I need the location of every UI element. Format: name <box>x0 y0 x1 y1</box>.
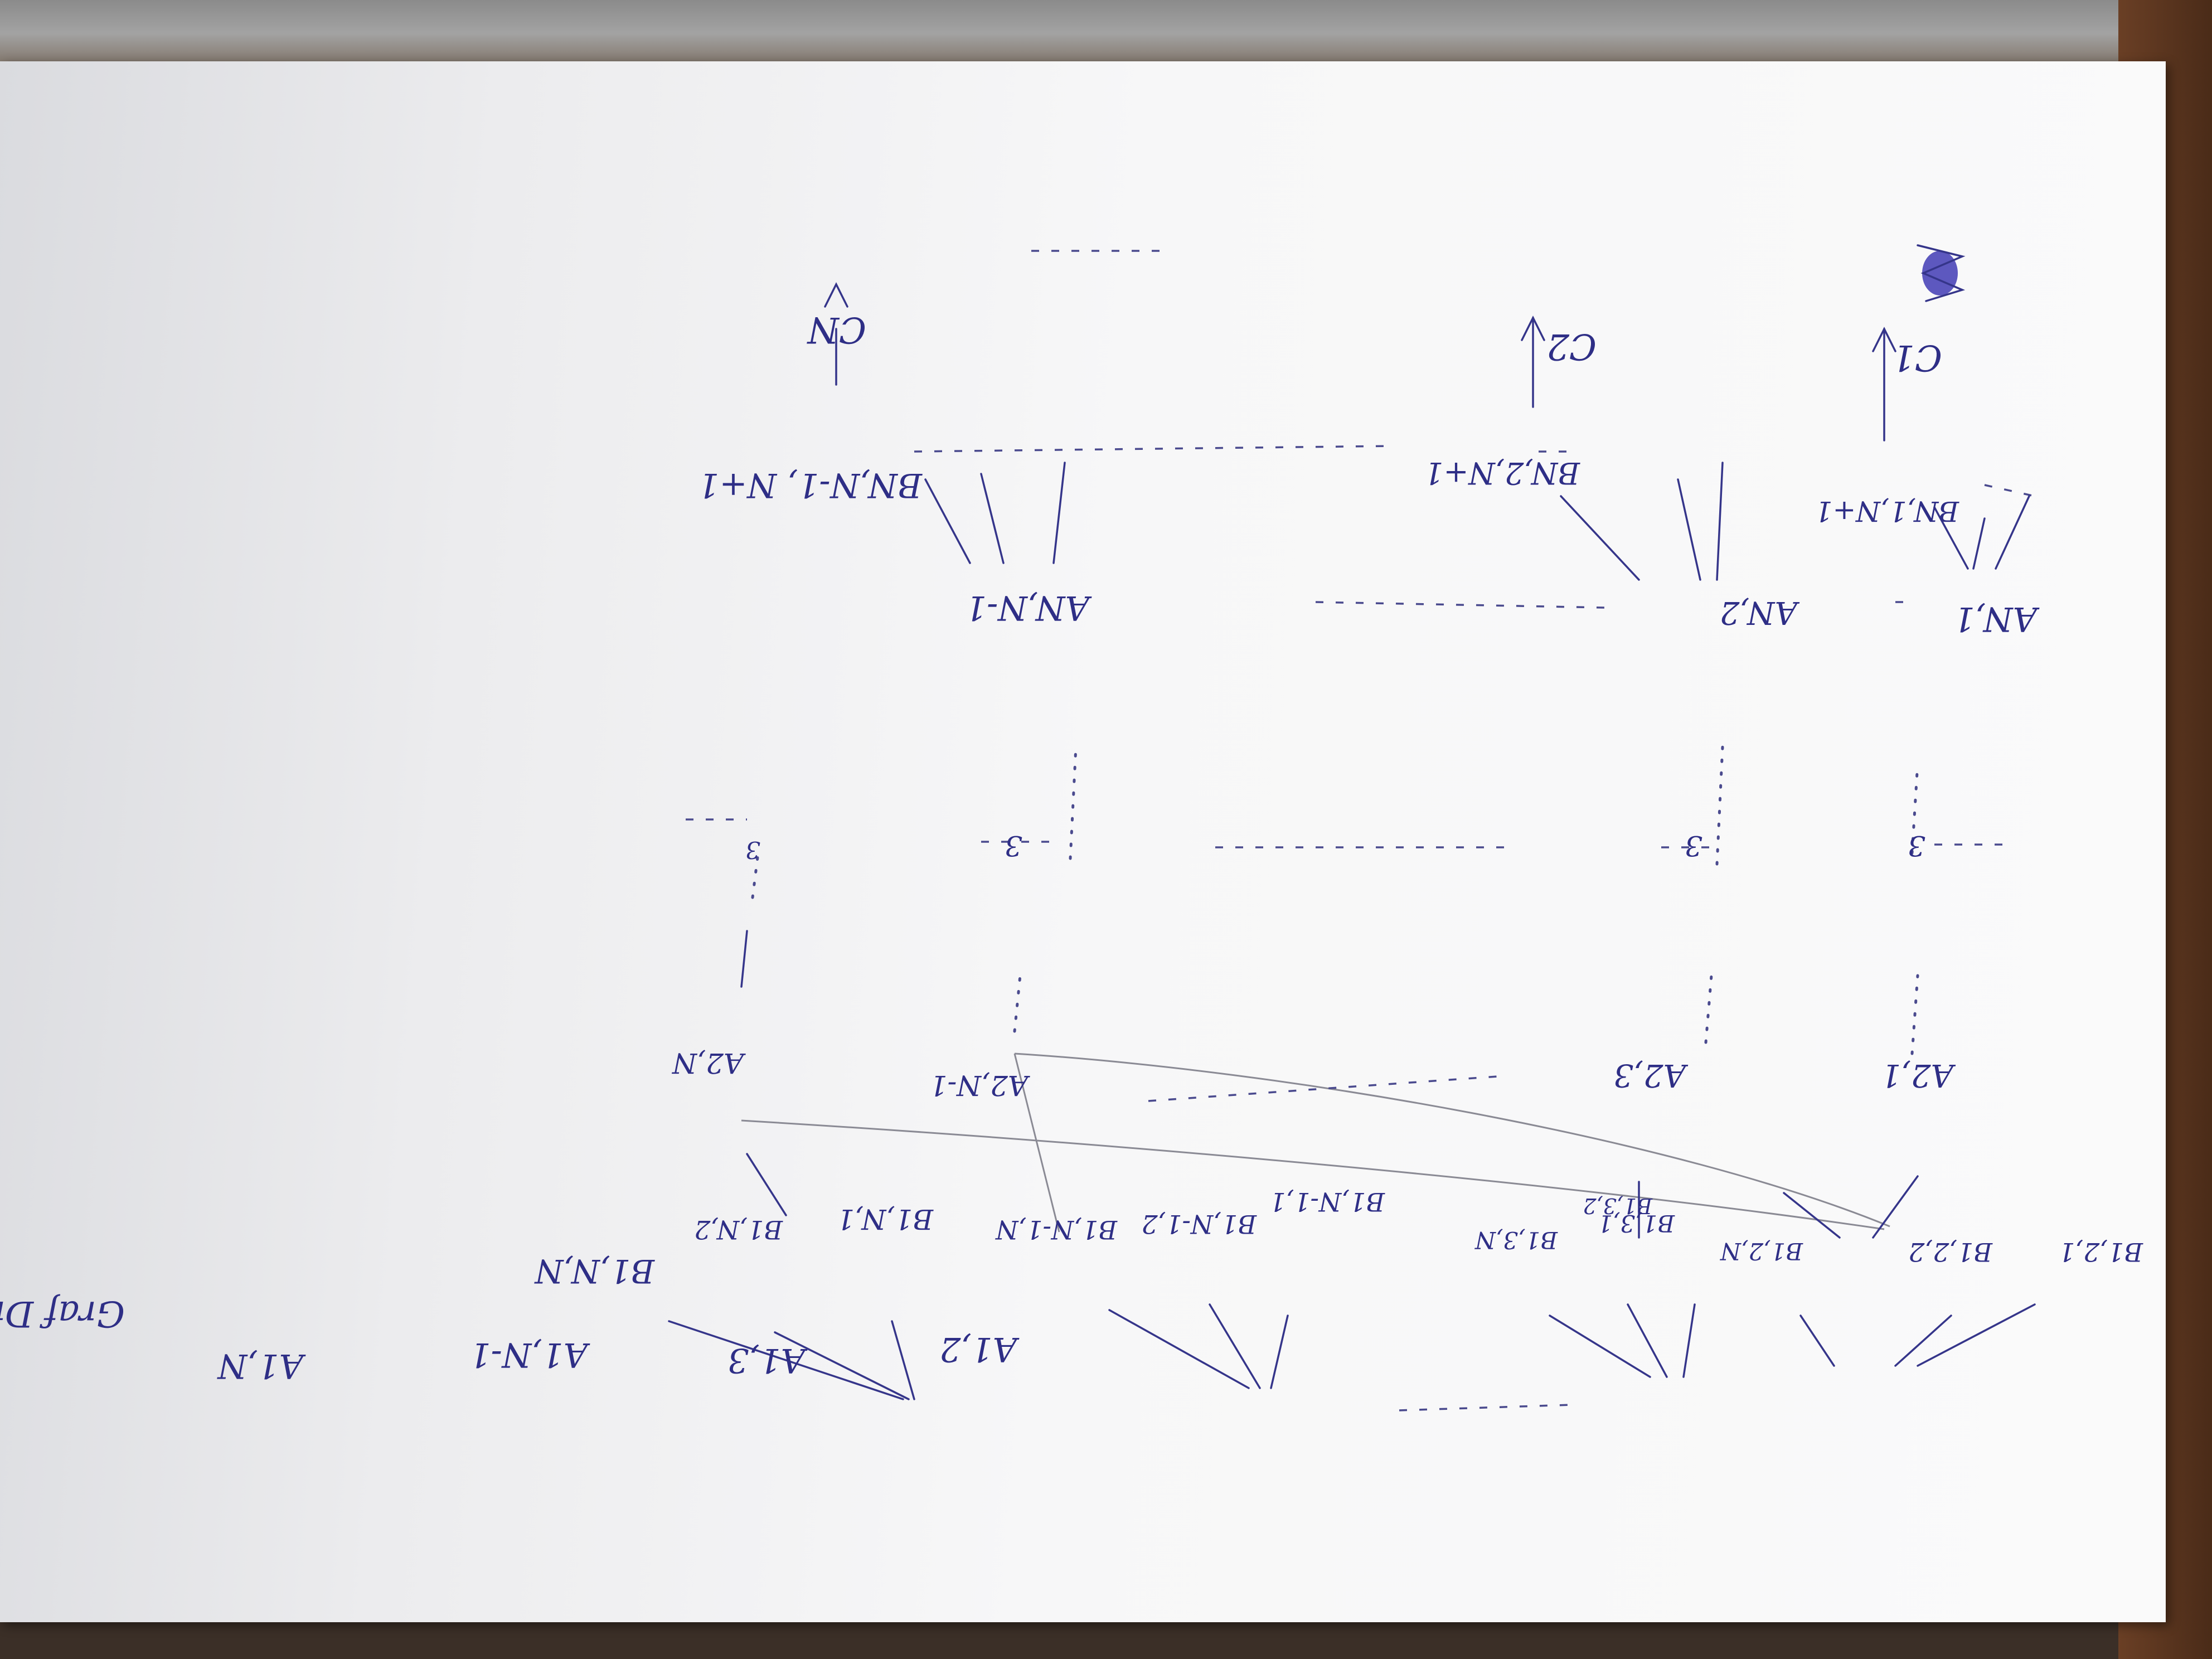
edge <box>1933 506 1969 570</box>
dotted-edge <box>1910 762 1919 855</box>
upside-down-text-layer: Graf Directe: A1,2 A1,3 A1,N-1 A1,N B1,2… <box>0 309 2143 1385</box>
node-cn: CN <box>807 309 866 350</box>
edge <box>1917 1303 2036 1367</box>
node-bn-1-n1: BN,1,N+1 <box>1815 495 1959 527</box>
handwritten-graph-diagram: Graf Directe: A1,2 A1,3 A1,N-1 A1,N B1,2… <box>0 244 2143 1411</box>
node-b1-2-2: B1,2,2 <box>1908 1237 1993 1267</box>
node-bn-2-n1: BN,2,N+1 <box>1424 455 1580 491</box>
edge <box>1549 1314 1651 1378</box>
node-a2-1: A2,1 <box>1881 1057 1957 1093</box>
paper-sheet: Graf Directe: A1,2 A1,3 A1,N-1 A1,N B1,2… <box>0 61 2166 1622</box>
dashed-edge <box>1315 601 1606 609</box>
dotted-edge <box>1910 974 1919 1055</box>
node-b1-2-1: B1,2,1 <box>2059 1237 2143 1267</box>
arrow-head <box>1521 316 1545 341</box>
edge <box>1209 1303 1261 1389</box>
edge <box>1783 1192 1841 1239</box>
edge <box>980 473 1005 564</box>
node-a1-n-1: A1,N-1 <box>469 1335 590 1374</box>
edge <box>740 930 748 988</box>
node-bn-n-1-n1: BN,N-1, N+1 <box>698 465 923 505</box>
edge <box>774 1331 910 1400</box>
arrow-head <box>1872 327 1896 352</box>
edge <box>1799 1314 1835 1367</box>
edge <box>1972 517 1986 570</box>
edge <box>1108 1309 1250 1389</box>
node-b1-n-1: B1,N,1 <box>837 1203 934 1235</box>
node-c2: C2 <box>1546 326 1597 367</box>
dotted-edge <box>1715 745 1724 866</box>
node-an-2: AN,2 <box>1720 594 1800 630</box>
edge <box>1716 462 1724 581</box>
node-3-a: 3 <box>1908 830 1925 862</box>
node-3-c: 3 <box>1005 830 1022 862</box>
node-b1-n-n: B1,N,N <box>534 1252 655 1290</box>
edge <box>1627 1303 1668 1378</box>
dashed-edge <box>1984 484 2035 497</box>
node-3-b: 3 <box>1685 830 1702 862</box>
node-a1-n: A1,N <box>216 1346 306 1385</box>
node-3-d: 3 <box>745 836 760 864</box>
node-a1-3: A1,3 <box>727 1341 808 1380</box>
edge <box>891 1320 915 1400</box>
dashed-edge <box>1399 1404 1573 1411</box>
node-a1-2: A1,2 <box>939 1330 1020 1369</box>
node-b1-n-1-1: B1,N-1,1 <box>1269 1187 1385 1217</box>
edge <box>1560 495 1640 581</box>
edge <box>1270 1314 1289 1389</box>
pencil-edge <box>741 1119 1885 1230</box>
edge <box>1052 462 1066 564</box>
node-c1: C1 <box>1892 337 1942 378</box>
node-b1-n-1-n: B1,N-1,N <box>995 1215 1118 1245</box>
node-b1-n-2: B1,N,2 <box>694 1215 783 1245</box>
pencil-edge <box>1013 1053 1060 1233</box>
node-an-n-1: AN,N-1 <box>966 588 1092 627</box>
dotted-edge <box>751 851 760 899</box>
node-b1-3-1: B1,3,1 <box>1598 1210 1675 1237</box>
arrow-head <box>824 282 848 308</box>
edge <box>1677 478 1701 581</box>
dashed-edge <box>914 445 1394 453</box>
pencil-edge <box>1014 1052 1890 1228</box>
dotted-edge <box>1069 745 1078 860</box>
node-b1-3-n: B1,3,N <box>1474 1226 1558 1254</box>
node-b1-n-1-2: B1,N-1,2 <box>1141 1209 1257 1239</box>
node-a2-n: A2,N <box>671 1047 746 1079</box>
page-title: Graf Directe: <box>0 1293 125 1334</box>
edge <box>924 478 971 564</box>
node-b1-2-n: B1,2,N <box>1720 1238 1803 1265</box>
edge <box>1995 495 2030 570</box>
node-a2-n-1: A2,N-1 <box>930 1069 1030 1102</box>
node-a2-3: A2,3 <box>1614 1057 1689 1093</box>
edge <box>668 1320 904 1400</box>
dotted-edge <box>1013 974 1022 1033</box>
dotted-edge <box>1704 974 1713 1044</box>
ink-scribble <box>1917 244 1966 302</box>
node-an-1: AN,1 <box>1954 599 2040 638</box>
edge <box>1682 1303 1696 1378</box>
edge <box>1872 1175 1919 1239</box>
edge <box>1894 1314 1952 1367</box>
edge <box>746 1153 787 1216</box>
node-b1-3-2: B1,3,2 <box>1583 1194 1653 1218</box>
